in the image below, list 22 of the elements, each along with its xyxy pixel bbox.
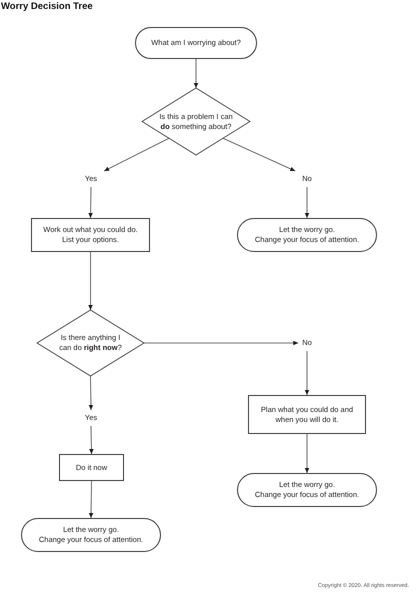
- decision-diamond: [142, 88, 250, 155]
- terminal-box: [237, 218, 377, 252]
- arrow: [144, 340, 299, 346]
- arrow: [194, 58, 198, 88]
- arrow: [104, 138, 170, 172]
- terminal-box: [135, 27, 257, 59]
- arrow: [304, 350, 310, 396]
- decision-diamond: [37, 310, 144, 376]
- arrow: [88, 480, 94, 518]
- terminal-box: [21, 518, 161, 552]
- arrow: [304, 186, 310, 218]
- diagram-title: Worry Decision Tree: [1, 1, 93, 12]
- terminal-box: [237, 473, 377, 507]
- arrow: [304, 434, 310, 474]
- arrow: [88, 186, 93, 218]
- process-box: [248, 395, 366, 434]
- arrow: [89, 426, 94, 454]
- arrow: [88, 376, 94, 410]
- arrow: [88, 252, 93, 310]
- arrow: [222, 138, 296, 172]
- process-box: [31, 218, 150, 252]
- process-box: [59, 454, 124, 481]
